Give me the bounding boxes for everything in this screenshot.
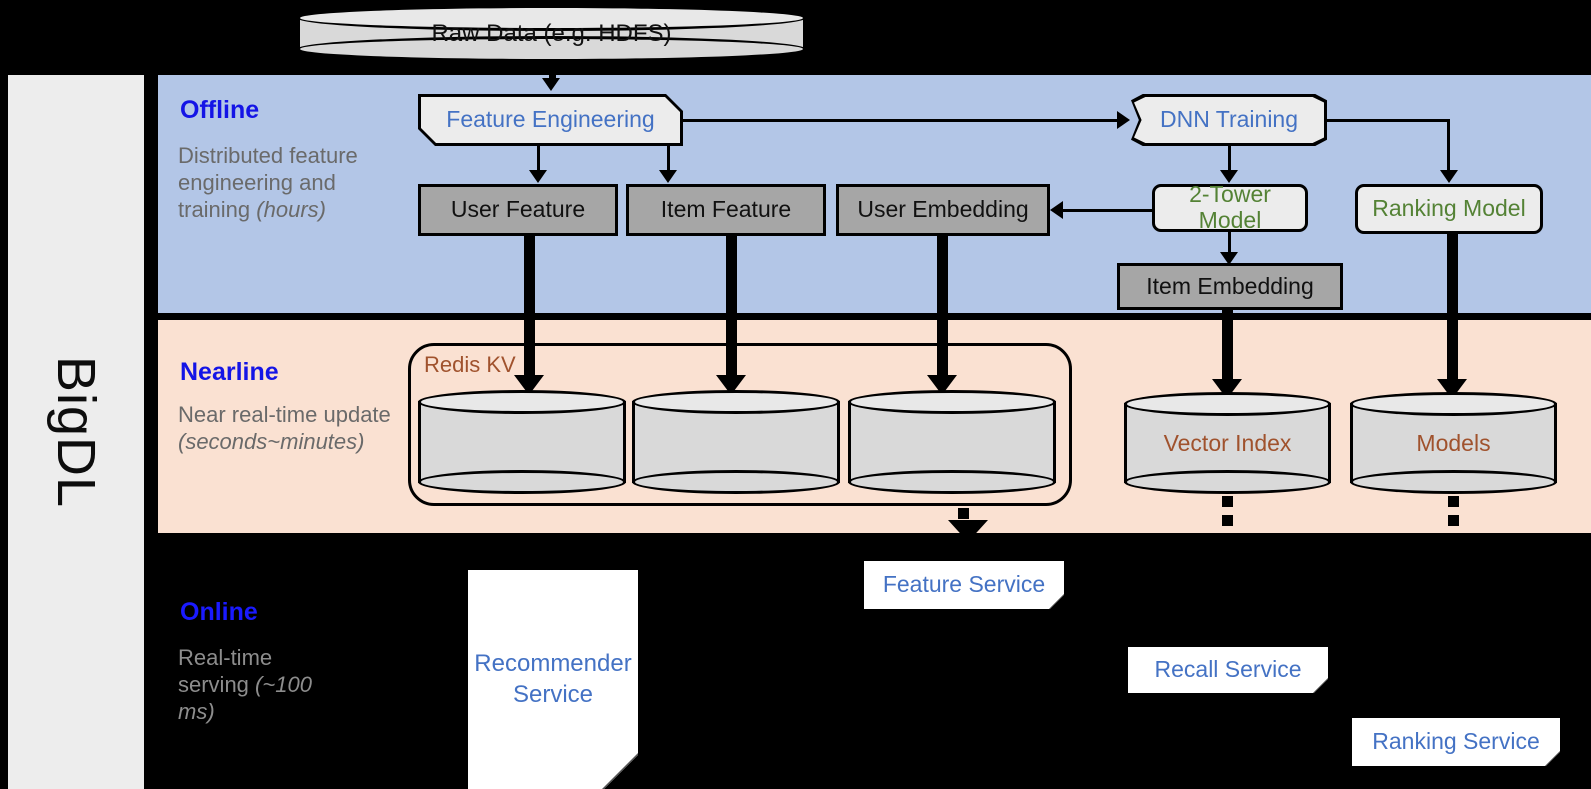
nearline-title: Nearline [180, 358, 279, 386]
vector-index-cylinder[interactable]: Vector Index [1124, 392, 1331, 494]
nearline-subtitle: Near real-time update (seconds~minutes) [178, 402, 406, 456]
cylinder-top [1350, 392, 1557, 416]
connector-twotower-itememb [1228, 232, 1231, 258]
arrowhead-twotower-userembedding [1050, 201, 1063, 219]
user-embedding-label: User Embedding [857, 196, 1029, 223]
ranking-service-node[interactable]: Ranking Service [1352, 718, 1560, 766]
online-subtitle: Real-time serving (~100 ms) [178, 645, 348, 725]
dnn-training-surface [1134, 97, 1324, 143]
recommender-service-node[interactable]: Recommender Service [468, 570, 638, 789]
connector-dnn-ranking-v [1447, 119, 1450, 174]
raw-data-label: Raw Data (e.g. HDFS) [431, 19, 672, 47]
arrowhead-fe-dnn [1117, 111, 1130, 129]
redis-cylinder-user-embedding [848, 390, 1056, 494]
online-title: Online [180, 598, 258, 626]
arrowhead-fe-itemfeature [659, 170, 677, 183]
raw-data-cylinder: Raw Data (e.g. HDFS) [297, 5, 806, 62]
two-tower-model-node[interactable]: 2-Tower Model [1152, 181, 1308, 233]
arrowhead-rawdata-fe [542, 78, 560, 91]
connector-fe-userfeature [537, 146, 540, 174]
pipe-itemfeature-redis [726, 236, 737, 381]
redis-kv-label: Redis KV [424, 352, 516, 377]
arrowhead-twotower-itememb [1220, 252, 1238, 265]
user-embedding-node[interactable]: User Embedding [836, 184, 1050, 236]
connector-rawdata-fe [549, 62, 556, 84]
connector-dnn-ranking-h [1327, 119, 1450, 122]
vector-index-label: Vector Index [1163, 429, 1292, 456]
cylinder-top [1124, 392, 1331, 416]
item-embedding-node[interactable]: Item Embedding [1117, 263, 1343, 310]
bigdl-sidebar: BigDL [8, 75, 144, 789]
redis-kv-container [408, 343, 1072, 506]
connector-fe-dnn [683, 119, 1119, 122]
feature-service-label: Feature Service [882, 571, 1046, 598]
cylinder-bottom [1124, 470, 1331, 494]
feature-service-node[interactable]: Feature Service [864, 561, 1064, 609]
offline-subtitle-plain: Distributed feature engineering and trai… [178, 143, 358, 222]
cylinder-bottom [297, 36, 806, 62]
cylinder-bottom [1350, 470, 1557, 494]
offline-subtitle-em: (hours) [256, 196, 326, 222]
arrowhead-fe-userfeature [529, 170, 547, 183]
connector-fe-itemfeature [667, 146, 670, 174]
pipe-rankingmodel-models [1447, 234, 1458, 385]
arrowhead-dnn-twotower [1220, 170, 1238, 183]
cylinder-top [418, 390, 626, 414]
arrowhead-dnn-ranking [1440, 170, 1458, 183]
connector-dot-redis-featureservice [958, 508, 969, 519]
cylinder-bottom [632, 470, 840, 494]
cylinder-top [848, 390, 1056, 414]
feature-engineering-node[interactable]: Feature Engineering [418, 94, 683, 146]
offline-subtitle: Distributed feature engineering and trai… [178, 143, 388, 223]
pipe-userfeature-redis [524, 236, 535, 381]
ranking-model-node[interactable]: Ranking Model [1355, 184, 1543, 234]
connector-dot-models-1 [1448, 496, 1459, 507]
connector-dot-vectorindex-2 [1222, 515, 1233, 526]
connector-dot-models-2 [1448, 515, 1459, 526]
user-feature-label: User Feature [450, 196, 586, 223]
dnn-training-node[interactable]: DNN Training [1131, 94, 1327, 146]
models-label: Models [1416, 429, 1491, 456]
nearline-subtitle-em: (seconds~minutes) [178, 428, 365, 454]
recall-service-label: Recall Service [1154, 656, 1302, 683]
online-subtitle-plain: Real-time serving [178, 645, 273, 697]
feature-engineering-surface: Feature Engineering [421, 97, 680, 143]
item-feature-label: Item Feature [660, 196, 792, 223]
bigdl-label: BigDL [46, 355, 106, 509]
item-embedding-label: Item Embedding [1146, 272, 1314, 299]
cylinder-top [297, 5, 806, 31]
cylinder-bottom [418, 470, 626, 494]
nearline-subtitle-plain: Near real-time update [178, 402, 391, 427]
online-subtitle-em: (~100 ms) [178, 671, 312, 724]
cylinder-bottom [848, 470, 1056, 494]
dnn-training-label: DNN Training [1159, 106, 1299, 133]
item-feature-node[interactable]: Item Feature [626, 184, 826, 236]
connector-dot-vectorindex-1 [1222, 496, 1233, 507]
pipe-itememb-vectorindex [1222, 310, 1233, 385]
feature-engineering-label: Feature Engineering [446, 106, 655, 133]
offline-title: Offline [180, 96, 260, 124]
arrowhead-redis-featureservice [948, 520, 988, 542]
pipe-userembedding-redis [937, 236, 948, 381]
cylinder-top [632, 390, 840, 414]
models-cylinder[interactable]: Models [1350, 392, 1557, 494]
redis-cylinder-item-feature [632, 390, 840, 494]
ranking-model-label: Ranking Model [1372, 195, 1526, 222]
connector-twotower-userembedding [1063, 209, 1152, 212]
recall-service-node[interactable]: Recall Service [1128, 647, 1328, 693]
connector-dnn-twotower [1228, 146, 1231, 174]
ranking-service-label: Ranking Service [1372, 728, 1540, 755]
user-feature-node[interactable]: User Feature [418, 184, 618, 236]
redis-cylinder-user-feature [418, 390, 626, 494]
two-tower-model-label: 2-Tower Model [1189, 181, 1271, 233]
recommender-service-label: Recommender Service [474, 649, 632, 708]
